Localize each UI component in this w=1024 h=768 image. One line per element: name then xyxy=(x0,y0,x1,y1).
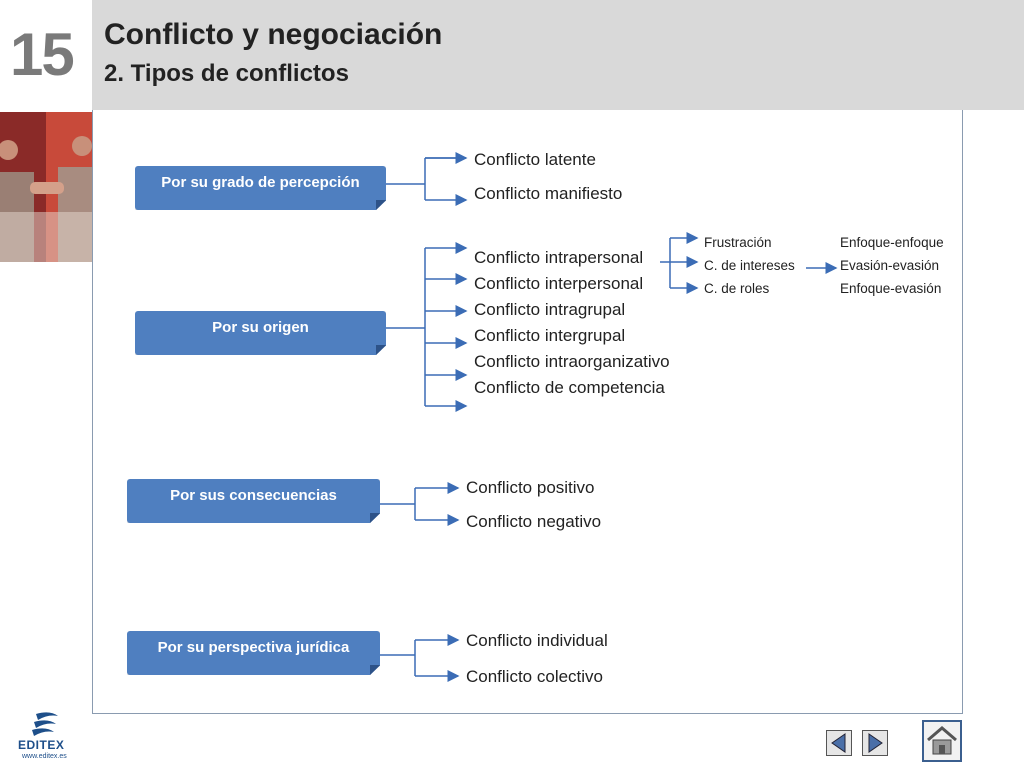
item-conflicto-intrapersonal: Conflicto intrapersonal xyxy=(474,248,644,267)
next-arrow-icon[interactable] xyxy=(862,730,888,756)
category-label: Por su perspectiva jurídica xyxy=(157,639,350,656)
fold-corner xyxy=(376,345,386,355)
item-conflicto-colectivo: Conflicto colectivo xyxy=(466,667,604,686)
item-conflicto-latente: Conflicto latente xyxy=(474,150,596,169)
chapter-number: 15 xyxy=(10,21,75,88)
item-conflicto-individual: Conflicto individual xyxy=(466,631,608,650)
item-conflicto-intraorganizativo: Conflicto intraorganizativo xyxy=(474,352,670,371)
item-conflicto-manifiesto: Conflicto manifiesto xyxy=(474,184,623,203)
type-enfoque-evasion: Enfoque-evasión xyxy=(840,281,942,296)
cause-c-de-intereses: C. de intereses xyxy=(704,258,795,273)
logo-name: EDITEX xyxy=(18,738,65,752)
type-enfoque-enfoque: Enfoque-enfoque xyxy=(840,235,944,250)
home-icon[interactable] xyxy=(922,720,962,762)
item-conflicto-interpersonal: Conflicto interpersonal xyxy=(474,274,644,293)
item-conflicto-intragrupal: Conflicto intragrupal xyxy=(474,300,626,319)
editex-logo-icon xyxy=(14,710,74,762)
category-label: Por su grado de percepción xyxy=(161,174,360,191)
category-label: Por su origen xyxy=(212,319,309,336)
category-box-percepcion: Por su grado de percepción xyxy=(135,166,386,210)
content-frame xyxy=(92,110,963,714)
item-conflicto-de-competencia: Conflicto de competencia xyxy=(474,378,665,397)
slide-title: Conflicto y negociación xyxy=(104,18,443,51)
header-band xyxy=(92,0,1024,110)
fold-corner xyxy=(370,665,380,675)
fold-corner xyxy=(376,200,386,210)
fold-corner xyxy=(370,513,380,523)
category-label: Por sus consecuencias xyxy=(170,487,337,504)
category-box-origen: Por su origen xyxy=(135,311,386,355)
cause-c-de-roles: C. de roles xyxy=(704,281,770,296)
slide-subtitle: 2. Tipos de conflictos xyxy=(104,60,349,87)
type-evasion-evasion: Evasión-evasión xyxy=(840,258,940,273)
item-conflicto-negativo: Conflicto negativo xyxy=(466,512,602,531)
cause-frustracion: Frustración xyxy=(704,235,772,250)
category-box-juridica: Por su perspectiva jurídica xyxy=(127,631,380,675)
logo-url: www.editex.es xyxy=(22,753,67,760)
prev-arrow-icon[interactable] xyxy=(826,730,852,756)
item-conflicto-positivo: Conflicto positivo xyxy=(466,478,595,497)
item-conflicto-intergrupal: Conflicto intergrupal xyxy=(474,326,626,345)
category-box-consecuencias: Por sus consecuencias xyxy=(127,479,380,523)
handshake-photo xyxy=(0,112,92,262)
